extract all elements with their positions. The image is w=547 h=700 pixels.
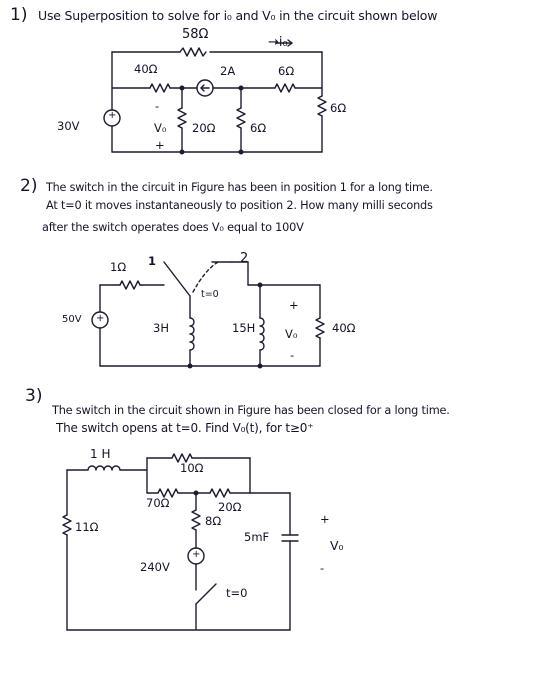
problem-2-line-2: At t=0 it moves instantaneously to posit… [46, 199, 433, 212]
label-6-ohm-top: 6Ω [278, 64, 295, 78]
resistor-1-ohm [119, 280, 141, 290]
label-3h: 3H [153, 321, 169, 335]
label-plus-2: + [289, 298, 299, 312]
label-6-ohm-mid: 6Ω [250, 121, 267, 135]
resistor-11-ohm [62, 514, 72, 536]
problem-3-line-2: The switch opens at t=0. Find V₀(t), for… [56, 421, 314, 435]
label-io: →i₀ [268, 35, 288, 50]
label-vo-1: V₀ [154, 121, 167, 135]
label-src2-plus: + [96, 313, 105, 324]
label-minus-3: - [320, 561, 325, 575]
label-50v: 50V [62, 314, 82, 325]
problem-2-line-1: The switch in the circuit in Figure has … [46, 181, 433, 194]
switch-3 [195, 583, 217, 605]
problem-1-statement: Use Superposition to solve for i₀ and V₀… [38, 8, 438, 23]
label-5mf: 5mF [244, 530, 270, 544]
inductor-15h [259, 317, 265, 351]
label-8-ohm: 8Ω [205, 514, 222, 528]
resistor-6c [317, 95, 327, 117]
resistor-40 [149, 83, 171, 93]
resistor-8-ohm [191, 509, 201, 531]
label-6-ohm-right: 6Ω [330, 101, 347, 115]
label-position-1: 1 [148, 254, 157, 268]
resistor-20 [177, 107, 187, 129]
label-30v: 30V [57, 119, 80, 133]
problem-3-number: 3) [25, 386, 43, 406]
label-20-ohm-3: 20Ω [218, 500, 242, 514]
label-src3-plus: + [192, 549, 201, 560]
label-15h: 15H [232, 321, 256, 335]
problem-2-number: 2) [20, 176, 38, 196]
label-position-2: 2 [240, 251, 249, 266]
label-minus-2: - [290, 348, 295, 362]
resistor-6b [236, 107, 246, 129]
problem-2-line-3: after the switch operates does V₀ equal … [42, 221, 304, 234]
resistor-58 [179, 47, 207, 57]
resistor-10-ohm [171, 453, 193, 463]
resistor-70-ohm [157, 488, 179, 498]
label-40-ohm-2: 40Ω [332, 321, 356, 335]
label-t0-3: t=0 [226, 586, 248, 600]
label-vo-3: V₀ [330, 538, 344, 553]
label-58-ohm: 58Ω [182, 27, 209, 42]
label-t0-2: t=0 [201, 289, 219, 300]
label-1h: 1 H [90, 447, 111, 461]
label-vo-2: V₀ [285, 327, 298, 341]
label-240v: 240V [140, 560, 170, 574]
problem-3-line-1: The switch in the circuit shown in Figur… [52, 404, 450, 417]
label-minus-1: - [155, 99, 160, 113]
label-20-ohm: 20Ω [192, 121, 216, 135]
problem-1-number: 1) [10, 5, 28, 25]
label-10-ohm: 10Ω [180, 461, 204, 475]
switch-2 [163, 261, 191, 297]
label-plus-1: + [155, 138, 165, 152]
inductor-3h [189, 317, 195, 351]
label-1-ohm: 1Ω [110, 260, 127, 274]
resistor-6a [274, 83, 296, 93]
inductor-1h [87, 465, 121, 471]
label-70-ohm: 70Ω [146, 496, 170, 510]
resistor-40-ohm [315, 317, 325, 339]
label-11-ohm: 11Ω [75, 520, 99, 534]
label-40-ohm: 40Ω [134, 62, 158, 76]
label-2a: 2A [220, 64, 236, 78]
resistor-20-ohm [209, 488, 231, 498]
label-plus-3: + [320, 512, 330, 526]
label-src1-plus: + [108, 110, 117, 121]
